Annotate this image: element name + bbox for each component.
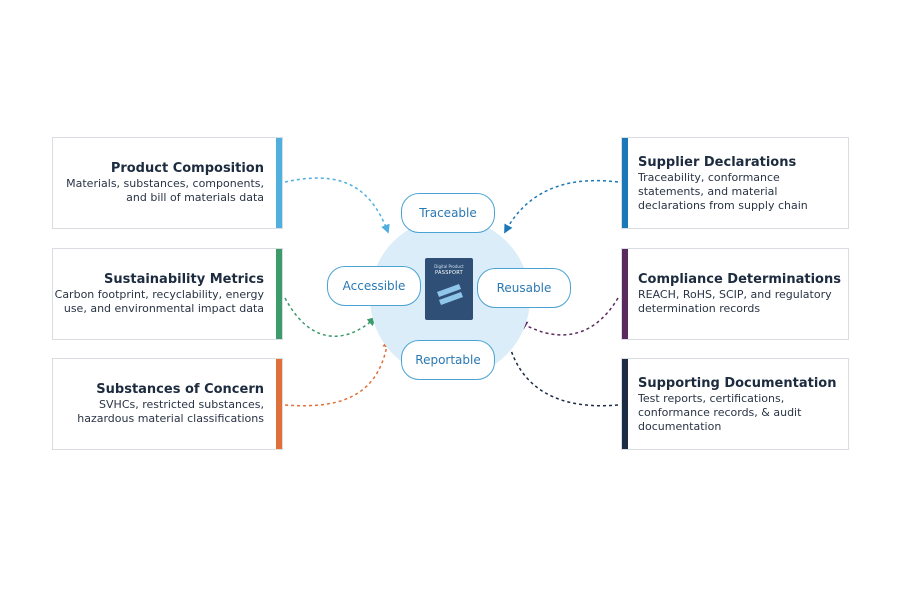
card-sustainability-metrics: Sustainability Metrics Carbon footprint,… [52, 248, 283, 340]
card-desc-line3: documentation [638, 420, 722, 433]
pill-traceable: Traceable [401, 193, 495, 233]
card-title: Product Composition [110, 161, 264, 176]
connector-substances-of-concern [284, 338, 392, 407]
passport-subtitle: Digital Product [434, 264, 464, 269]
card-accent-bar [276, 249, 282, 339]
card-substances-of-concern: Substances of Concern SVHCs, restricted … [52, 358, 283, 450]
card-accent-bar [622, 249, 628, 339]
card-product-composition: Product Composition Materials, substance… [52, 137, 283, 229]
card-desc-line2: statements, and material [638, 185, 778, 198]
card-title: Supplier Declarations [638, 155, 797, 170]
card-desc-line1: Carbon footprint, recyclability, energy [54, 288, 264, 301]
card-accent-bar [276, 359, 282, 449]
passport-icon: Digital Product PASSPORT [425, 258, 473, 320]
card-desc-line3: declarations from supply chain [638, 199, 808, 212]
passport-title: PASSPORT [435, 270, 463, 276]
connector-supporting-documentation [505, 338, 619, 407]
card-title: Substances of Concern [96, 382, 264, 397]
card-title: Sustainability Metrics [104, 272, 264, 287]
card-desc-line1: Materials, substances, components, [66, 177, 264, 190]
pill-reportable: Reportable [401, 340, 495, 380]
card-desc-line2: hazardous material classifications [77, 412, 264, 425]
card-supplier-declarations: Supplier Declarations Traceability, conf… [621, 137, 849, 229]
connector-supplier-declarations [504, 179, 619, 234]
card-accent-bar [622, 359, 628, 449]
card-accent-bar [276, 138, 282, 228]
passport-emblem-icon [437, 284, 463, 305]
card-desc-line2: and bill of materials data [126, 191, 264, 204]
card-desc-line1: Test reports, certifications, [638, 392, 785, 405]
pill-accessible: Accessible [327, 266, 421, 306]
card-accent-bar [622, 138, 628, 228]
card-desc-line1: SVHCs, restricted substances, [99, 398, 264, 411]
card-desc-line2: conformance records, & audit [638, 406, 802, 419]
pill-reusable: Reusable [477, 268, 571, 308]
card-desc-line1: REACH, RoHS, SCIP, and regulatory [638, 288, 832, 301]
connector-product-composition [284, 177, 390, 234]
card-supporting-documentation: Supporting Documentation Test reports, c… [621, 358, 849, 450]
card-desc-line2: determination records [638, 302, 761, 315]
card-desc-line1: Traceability, conformance [638, 171, 780, 184]
card-title: Supporting Documentation [638, 376, 837, 391]
connector-compliance-determinations [518, 297, 619, 336]
card-desc-line2: use, and environmental impact data [63, 302, 264, 315]
card-compliance-determinations: Compliance Determinations REACH, RoHS, S… [621, 248, 849, 340]
card-title: Compliance Determinations [638, 272, 841, 287]
connector-sustainability-metrics [284, 297, 377, 337]
